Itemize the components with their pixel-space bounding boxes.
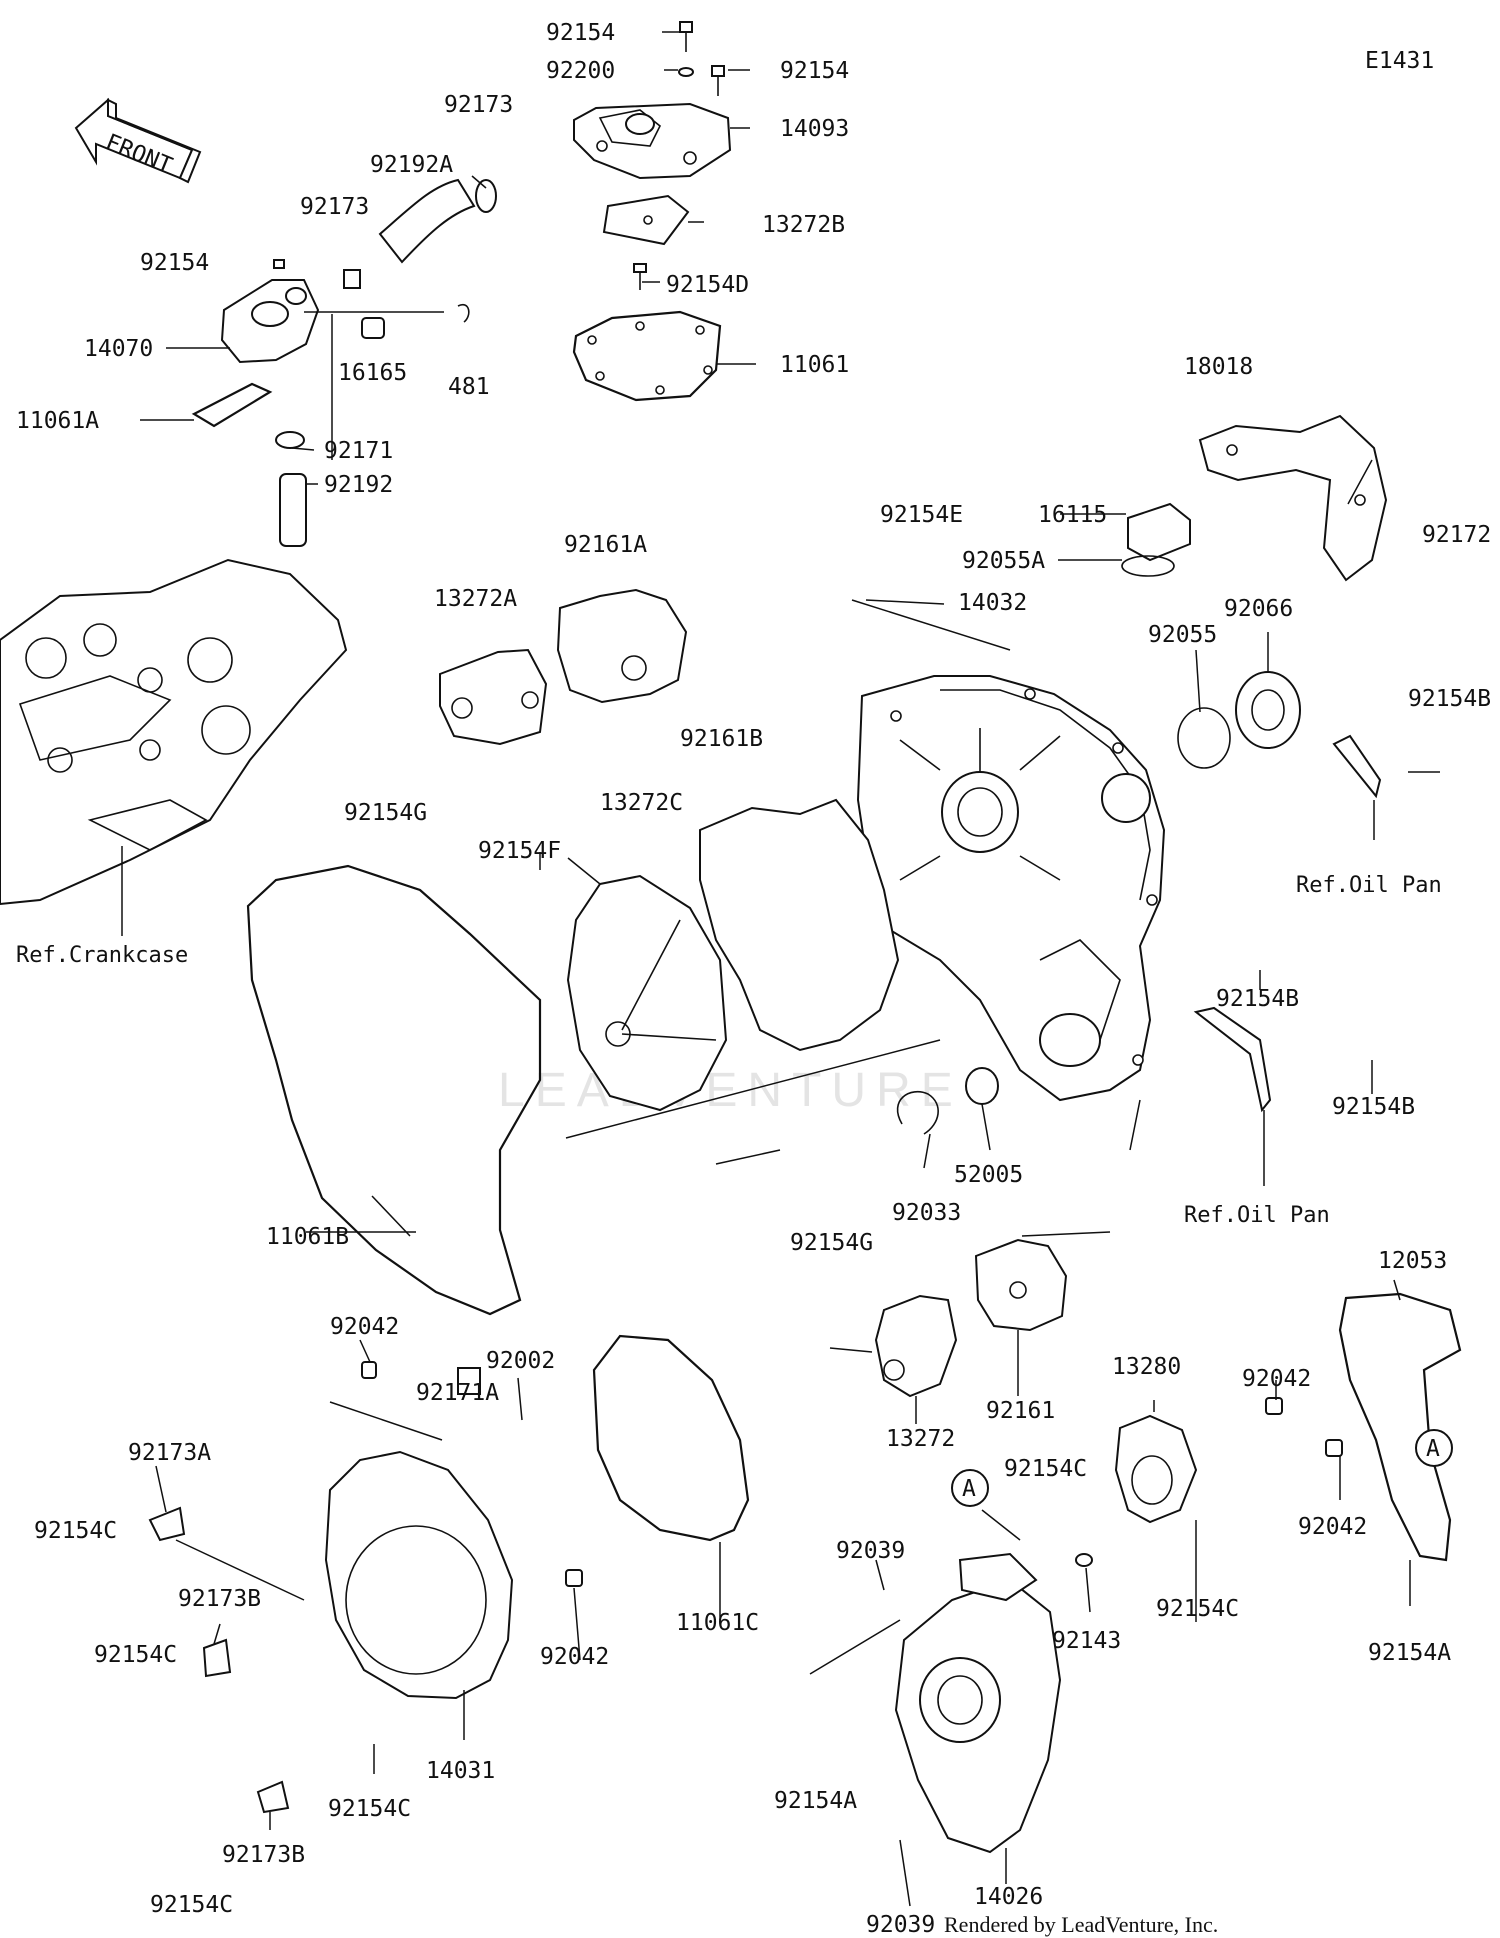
- label-92154B-2: 92154B: [1216, 986, 1299, 1012]
- thermostat-cover-assembly: [191, 21, 732, 547]
- diagram-code: E1431: [1365, 48, 1434, 74]
- label-92171A: 92171A: [416, 1380, 499, 1406]
- leader-lines: [121, 31, 1440, 1907]
- part-labels: 92154 92200 92154 14093 92173 92192A 921…: [16, 20, 1491, 1938]
- label-14026: 14026: [974, 1884, 1043, 1910]
- label-92192: 92192: [324, 472, 393, 498]
- label-92173-b: 92173: [300, 194, 369, 220]
- label-14031: 14031: [426, 1758, 495, 1784]
- label-92039-1: 92039: [836, 1538, 905, 1564]
- label-92039-2: 92039: [866, 1912, 935, 1938]
- label-92173B-1: 92173B: [178, 1586, 261, 1612]
- label-92154C-2: 92154C: [94, 1642, 177, 1668]
- label-92055: 92055: [1148, 622, 1217, 648]
- label-16165: 16165: [338, 360, 407, 386]
- label-92154-top-r: 92154: [780, 58, 849, 84]
- label-92171: 92171: [324, 438, 393, 464]
- label-92154G-1: 92154G: [344, 800, 427, 826]
- label-13272A: 13272A: [434, 586, 517, 612]
- label-14032: 14032: [958, 590, 1027, 616]
- label-92154B-3: 92154B: [1332, 1094, 1415, 1120]
- label-13272: 13272: [886, 1426, 955, 1452]
- label-92055A: 92055A: [962, 548, 1045, 574]
- footer-credit: Rendered by LeadVenture, Inc.: [944, 1912, 1218, 1937]
- label-13272B: 13272B: [762, 212, 845, 238]
- label-92042-l2: 92042: [540, 1644, 609, 1670]
- label-92154C-r1: 92154C: [1004, 1456, 1087, 1482]
- callout-a-circle-1: [951, 1469, 989, 1507]
- label-92173B-2: 92173B: [222, 1842, 305, 1868]
- label-92042-l1: 92042: [330, 1314, 399, 1340]
- label-92154A-l: 92154A: [774, 1788, 857, 1814]
- watermark-text: LEADVENTURE: [498, 1064, 963, 1117]
- plate-13272: [874, 1294, 958, 1398]
- label-92154-left: 92154: [140, 250, 209, 276]
- label-13280: 13280: [1112, 1354, 1181, 1380]
- seal-52005: [965, 1067, 999, 1105]
- label-ref-oil-pan-1: Ref.Oil Pan: [1296, 873, 1442, 898]
- label-14093: 14093: [780, 116, 849, 142]
- label-92154C-1: 92154C: [34, 1518, 117, 1544]
- plate-13272A: [439, 648, 548, 746]
- gasket-11061B: [246, 864, 542, 1316]
- label-92200: 92200: [546, 58, 615, 84]
- label-92192A: 92192A: [370, 152, 453, 178]
- label-92042-r1: 92042: [1242, 1366, 1311, 1392]
- label-14070: 14070: [84, 336, 153, 362]
- insulator-92161B: [699, 798, 900, 1052]
- label-ref-oil-pan-2: Ref.Oil Pan: [1184, 1203, 1330, 1228]
- label-92002: 92002: [486, 1348, 555, 1374]
- label-481: 481: [448, 374, 490, 400]
- label-92161A: 92161A: [564, 532, 647, 558]
- label-92143: 92143: [1052, 1628, 1121, 1654]
- label-92154C-3: 92154C: [328, 1796, 411, 1822]
- label-92154D: 92154D: [666, 272, 749, 298]
- label-92154E: 92154E: [880, 502, 963, 528]
- label-11061: 11061: [780, 352, 849, 378]
- crankcase-reference: [0, 558, 348, 906]
- generator-cover-assembly: [148, 1334, 750, 1814]
- label-92173-a: 92173: [444, 92, 513, 118]
- label-16115: 16115: [1038, 502, 1107, 528]
- label-92173A: 92173A: [128, 1440, 211, 1466]
- label-92154-top: 92154: [546, 20, 615, 46]
- callout-a-1: A: [962, 1476, 976, 1502]
- label-92154B-1: 92154B: [1408, 686, 1491, 712]
- label-92033: 92033: [892, 1200, 961, 1226]
- label-18018: 18018: [1184, 354, 1253, 380]
- front-arrow-icon: FRONT: [74, 97, 202, 184]
- sprocket-cover-assembly: [894, 1292, 1462, 1854]
- label-92154C-r2: 92154C: [1156, 1596, 1239, 1622]
- label-ref-crankcase: Ref.Crankcase: [16, 943, 188, 968]
- label-92066: 92066: [1224, 596, 1293, 622]
- label-11061B: 11061B: [266, 1224, 349, 1250]
- label-92042-r2: 92042: [1298, 1514, 1367, 1540]
- label-52005: 52005: [954, 1162, 1023, 1188]
- label-11061A: 11061A: [16, 408, 99, 434]
- label-13272C: 13272C: [600, 790, 683, 816]
- plate-13272C: [566, 874, 728, 1112]
- callout-a-2: A: [1426, 1436, 1440, 1462]
- label-11061C: 11061C: [676, 1610, 759, 1636]
- circlip-92033: [896, 1090, 939, 1135]
- label-92161: 92161: [986, 1398, 1055, 1424]
- label-92172: 92172: [1422, 522, 1491, 548]
- main-cover-assembly: [856, 414, 1388, 1113]
- insulator-92161A: [556, 588, 688, 704]
- label-92154G-2: 92154G: [790, 1230, 873, 1256]
- label-92154C-4: 92154C: [150, 1892, 233, 1918]
- label-92154A-r: 92154A: [1368, 1640, 1451, 1666]
- callout-a-circle-2: [1415, 1429, 1453, 1467]
- label-92161B: 92161B: [680, 726, 763, 752]
- label-12053: 12053: [1378, 1248, 1447, 1274]
- label-92154F: 92154F: [478, 838, 561, 864]
